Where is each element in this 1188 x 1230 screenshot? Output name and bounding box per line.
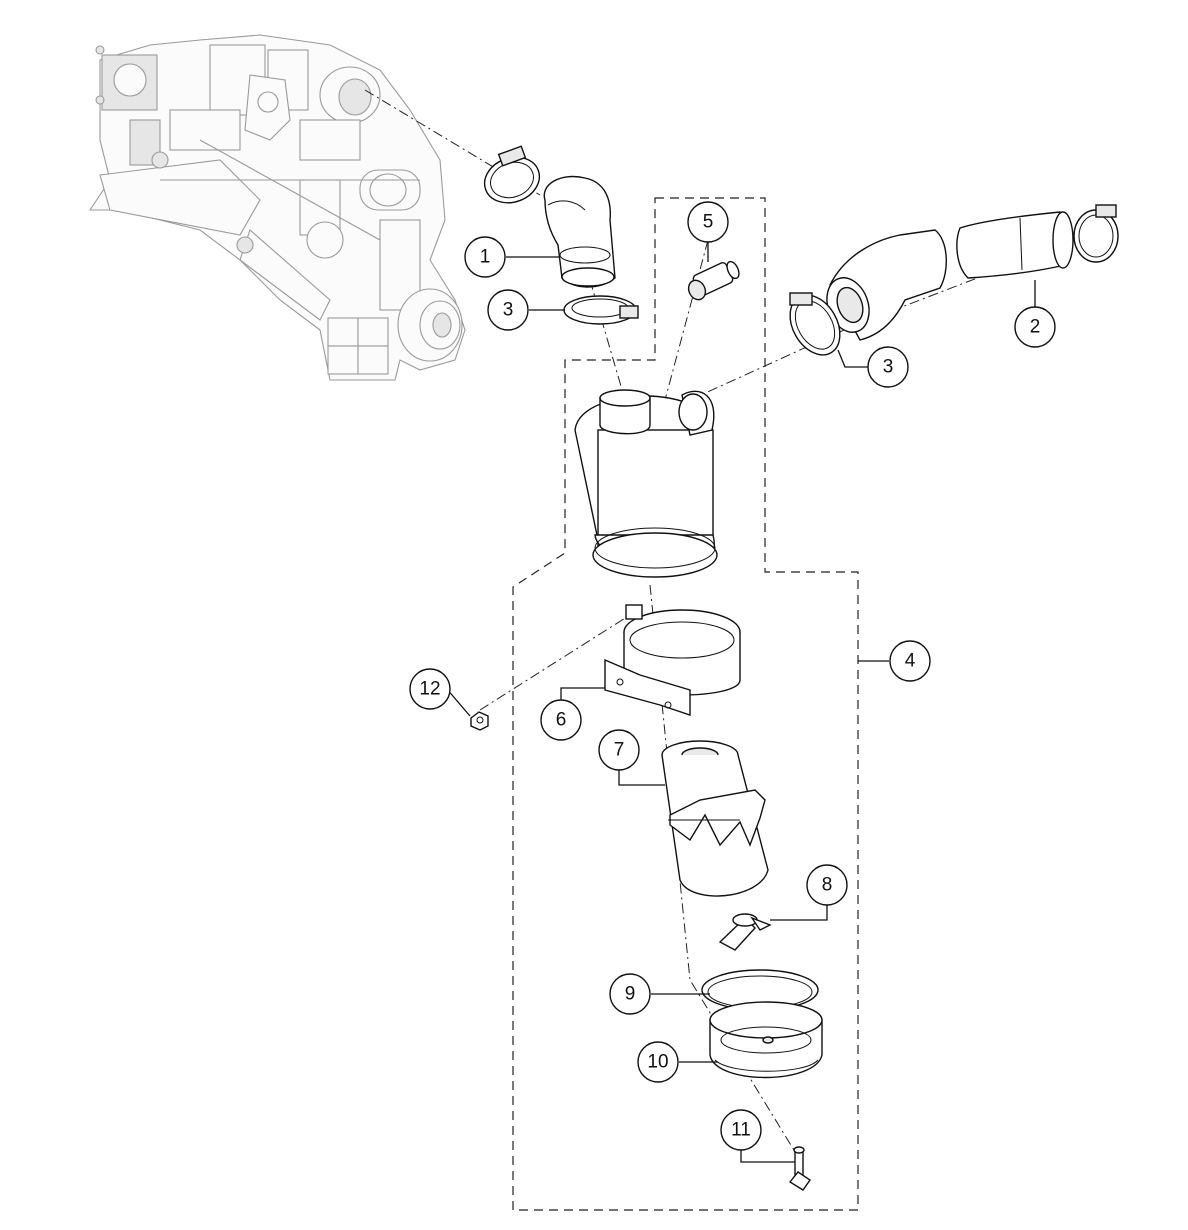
callouts: 1 2 3 3 4 5 6 7: [409, 201, 1056, 1151]
nut: [470, 711, 489, 731]
hose-clamp-top: [483, 145, 541, 204]
callout-9: 9: [609, 973, 651, 1015]
callout-6: 6: [540, 699, 582, 741]
callout-11: 11: [720, 1109, 762, 1151]
air-cleaner-housing: [574, 389, 718, 578]
filter-element: [661, 740, 769, 897]
svg-text:3: 3: [883, 357, 894, 378]
svg-text:5: 5: [703, 212, 714, 233]
callout-8: 8: [806, 864, 848, 906]
svg-text:1: 1: [480, 247, 491, 268]
leader-lines: [445, 240, 1036, 1163]
callout-10: 10: [637, 1041, 679, 1083]
wing-bolt: [788, 1146, 811, 1191]
engine-illustration: [88, 34, 466, 381]
callout-7: 7: [598, 729, 640, 771]
hose-clamp-right: [789, 204, 1119, 356]
svg-text:3: 3: [503, 300, 514, 321]
svg-text:6: 6: [556, 710, 567, 731]
svg-text:7: 7: [614, 740, 625, 761]
callout-2: 2: [1014, 306, 1056, 348]
svg-text:8: 8: [822, 875, 833, 896]
assembly-boundary: [512, 197, 859, 1211]
callout-3-left: 3: [487, 289, 529, 331]
hose-clamp-lower: [563, 295, 639, 325]
svg-text:2: 2: [1030, 317, 1041, 338]
callout-5: 5: [687, 201, 729, 243]
callout-4: 4: [889, 640, 931, 682]
callout-1: 1: [464, 236, 506, 278]
dust-cup: [709, 1001, 823, 1079]
svg-text:12: 12: [419, 679, 440, 700]
svg-text:9: 9: [625, 984, 636, 1005]
intake-hose: [826, 211, 1074, 341]
svg-text:11: 11: [731, 1120, 751, 1141]
restriction-indicator: [687, 260, 740, 301]
svg-text:10: 10: [647, 1052, 668, 1073]
wing-nut: [718, 913, 772, 951]
elbow-hose: [543, 175, 616, 288]
callout-3-right: 3: [867, 346, 909, 388]
callout-12: 12: [409, 668, 451, 710]
svg-text:4: 4: [905, 651, 916, 672]
mounting-band: [604, 604, 741, 716]
